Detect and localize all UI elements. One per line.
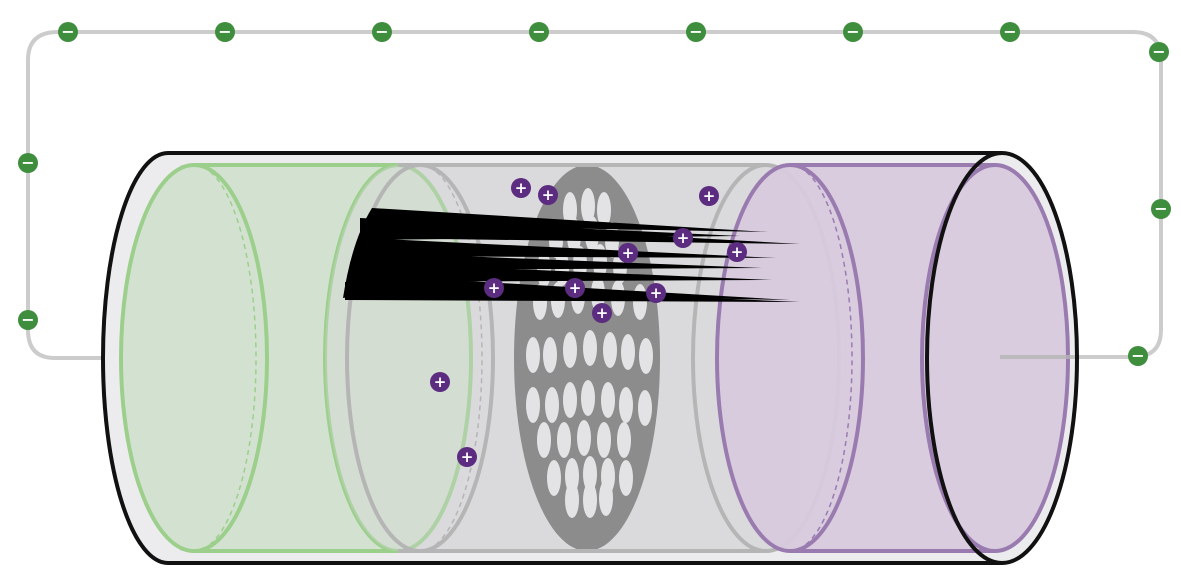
- electron-symbol: −: [1131, 346, 1144, 365]
- cathode: [715, 163, 1070, 553]
- electron: −: [18, 310, 38, 330]
- electron: −: [1000, 22, 1020, 42]
- dendrite-spike: [356, 252, 762, 270]
- lithium-ion: +: [618, 243, 638, 263]
- lithium-ion: +: [430, 372, 450, 392]
- lithium-ion: +: [457, 447, 477, 467]
- separator-pore: [639, 338, 653, 374]
- separator-pore: [603, 332, 617, 368]
- separator-pore: [526, 387, 540, 423]
- lithium-ion: +: [646, 283, 666, 303]
- separator-pore: [601, 382, 615, 418]
- ion-symbol: +: [622, 244, 635, 262]
- dendrite-spike: [360, 218, 740, 240]
- lithium-ion: +: [727, 242, 747, 262]
- electron: −: [58, 22, 78, 42]
- electron-symbol: −: [21, 153, 34, 172]
- electron: −: [372, 22, 392, 42]
- electrons: − − − − − − − − − − − −: [18, 22, 1171, 366]
- ion-symbol: +: [569, 279, 582, 297]
- separator-pore: [563, 382, 577, 418]
- lithium-ions: +++++++++++++: [430, 178, 747, 467]
- battery-end-cap: [925, 151, 1079, 565]
- electron: −: [215, 22, 235, 42]
- ion-symbol: +: [542, 186, 555, 204]
- separator-pore: [617, 422, 631, 458]
- ion-symbol: +: [488, 279, 501, 297]
- electron-symbol: −: [532, 22, 545, 41]
- separator-pore: [621, 334, 635, 370]
- separator-pore: [619, 460, 633, 496]
- separator-pore: [583, 330, 597, 366]
- ion-symbol: +: [461, 448, 474, 466]
- electron-symbol: −: [846, 22, 859, 41]
- ion-symbol: +: [677, 229, 690, 247]
- electron: −: [1128, 346, 1148, 366]
- lithium-dendrite: [343, 208, 800, 302]
- external-circuit-wire: [26, 30, 1163, 360]
- electron-symbol: −: [689, 22, 702, 41]
- separator-pore: [543, 337, 557, 373]
- electron: −: [686, 22, 706, 42]
- separator-pore: [547, 460, 561, 496]
- ion-symbol: +: [703, 187, 716, 205]
- ion-symbol: +: [515, 179, 528, 197]
- electron: −: [529, 22, 549, 42]
- separator-pore: [581, 380, 595, 416]
- lithium-ion: +: [538, 185, 558, 205]
- separator-pore: [583, 482, 597, 518]
- separator-pore: [581, 188, 595, 224]
- dendrite-spike: [362, 238, 776, 258]
- electron-symbol: −: [218, 22, 231, 41]
- electron-symbol: −: [375, 22, 388, 41]
- electron-symbol: −: [1152, 42, 1165, 61]
- separator-pore: [537, 422, 551, 458]
- electron: −: [18, 153, 38, 173]
- separator-pore: [619, 387, 633, 423]
- ion-symbol: +: [650, 284, 663, 302]
- separator-pore: [597, 192, 611, 228]
- separator-pore: [557, 422, 571, 458]
- electron: −: [1151, 199, 1171, 219]
- separator-pore: [577, 420, 591, 456]
- ion-symbol: +: [434, 373, 447, 391]
- lithium-ion: +: [484, 278, 504, 298]
- ion-symbol: +: [731, 243, 744, 261]
- ion-symbol: +: [596, 304, 609, 322]
- electron: −: [843, 22, 863, 42]
- separator-pore: [563, 332, 577, 368]
- electron-symbol: −: [1003, 22, 1016, 41]
- separator-pore: [583, 456, 597, 492]
- separator-pore: [638, 390, 652, 426]
- battery-casing-outline: [101, 151, 1002, 565]
- lithium-ion: +: [673, 228, 693, 248]
- dendrite-spike: [350, 262, 772, 282]
- separator-pore: [565, 482, 579, 518]
- separator-pore: [597, 422, 611, 458]
- electron: −: [1149, 42, 1169, 62]
- electron-symbol: −: [61, 22, 74, 41]
- lithium-ion: +: [511, 178, 531, 198]
- electron-symbol: −: [21, 310, 34, 329]
- lithium-ion: +: [592, 303, 612, 323]
- electron-symbol: −: [1154, 199, 1167, 218]
- separator-pore: [545, 387, 559, 423]
- lithium-ion: +: [565, 278, 585, 298]
- separator-pore: [599, 480, 613, 516]
- lithium-ion: +: [699, 186, 719, 206]
- separator-pore: [526, 337, 540, 373]
